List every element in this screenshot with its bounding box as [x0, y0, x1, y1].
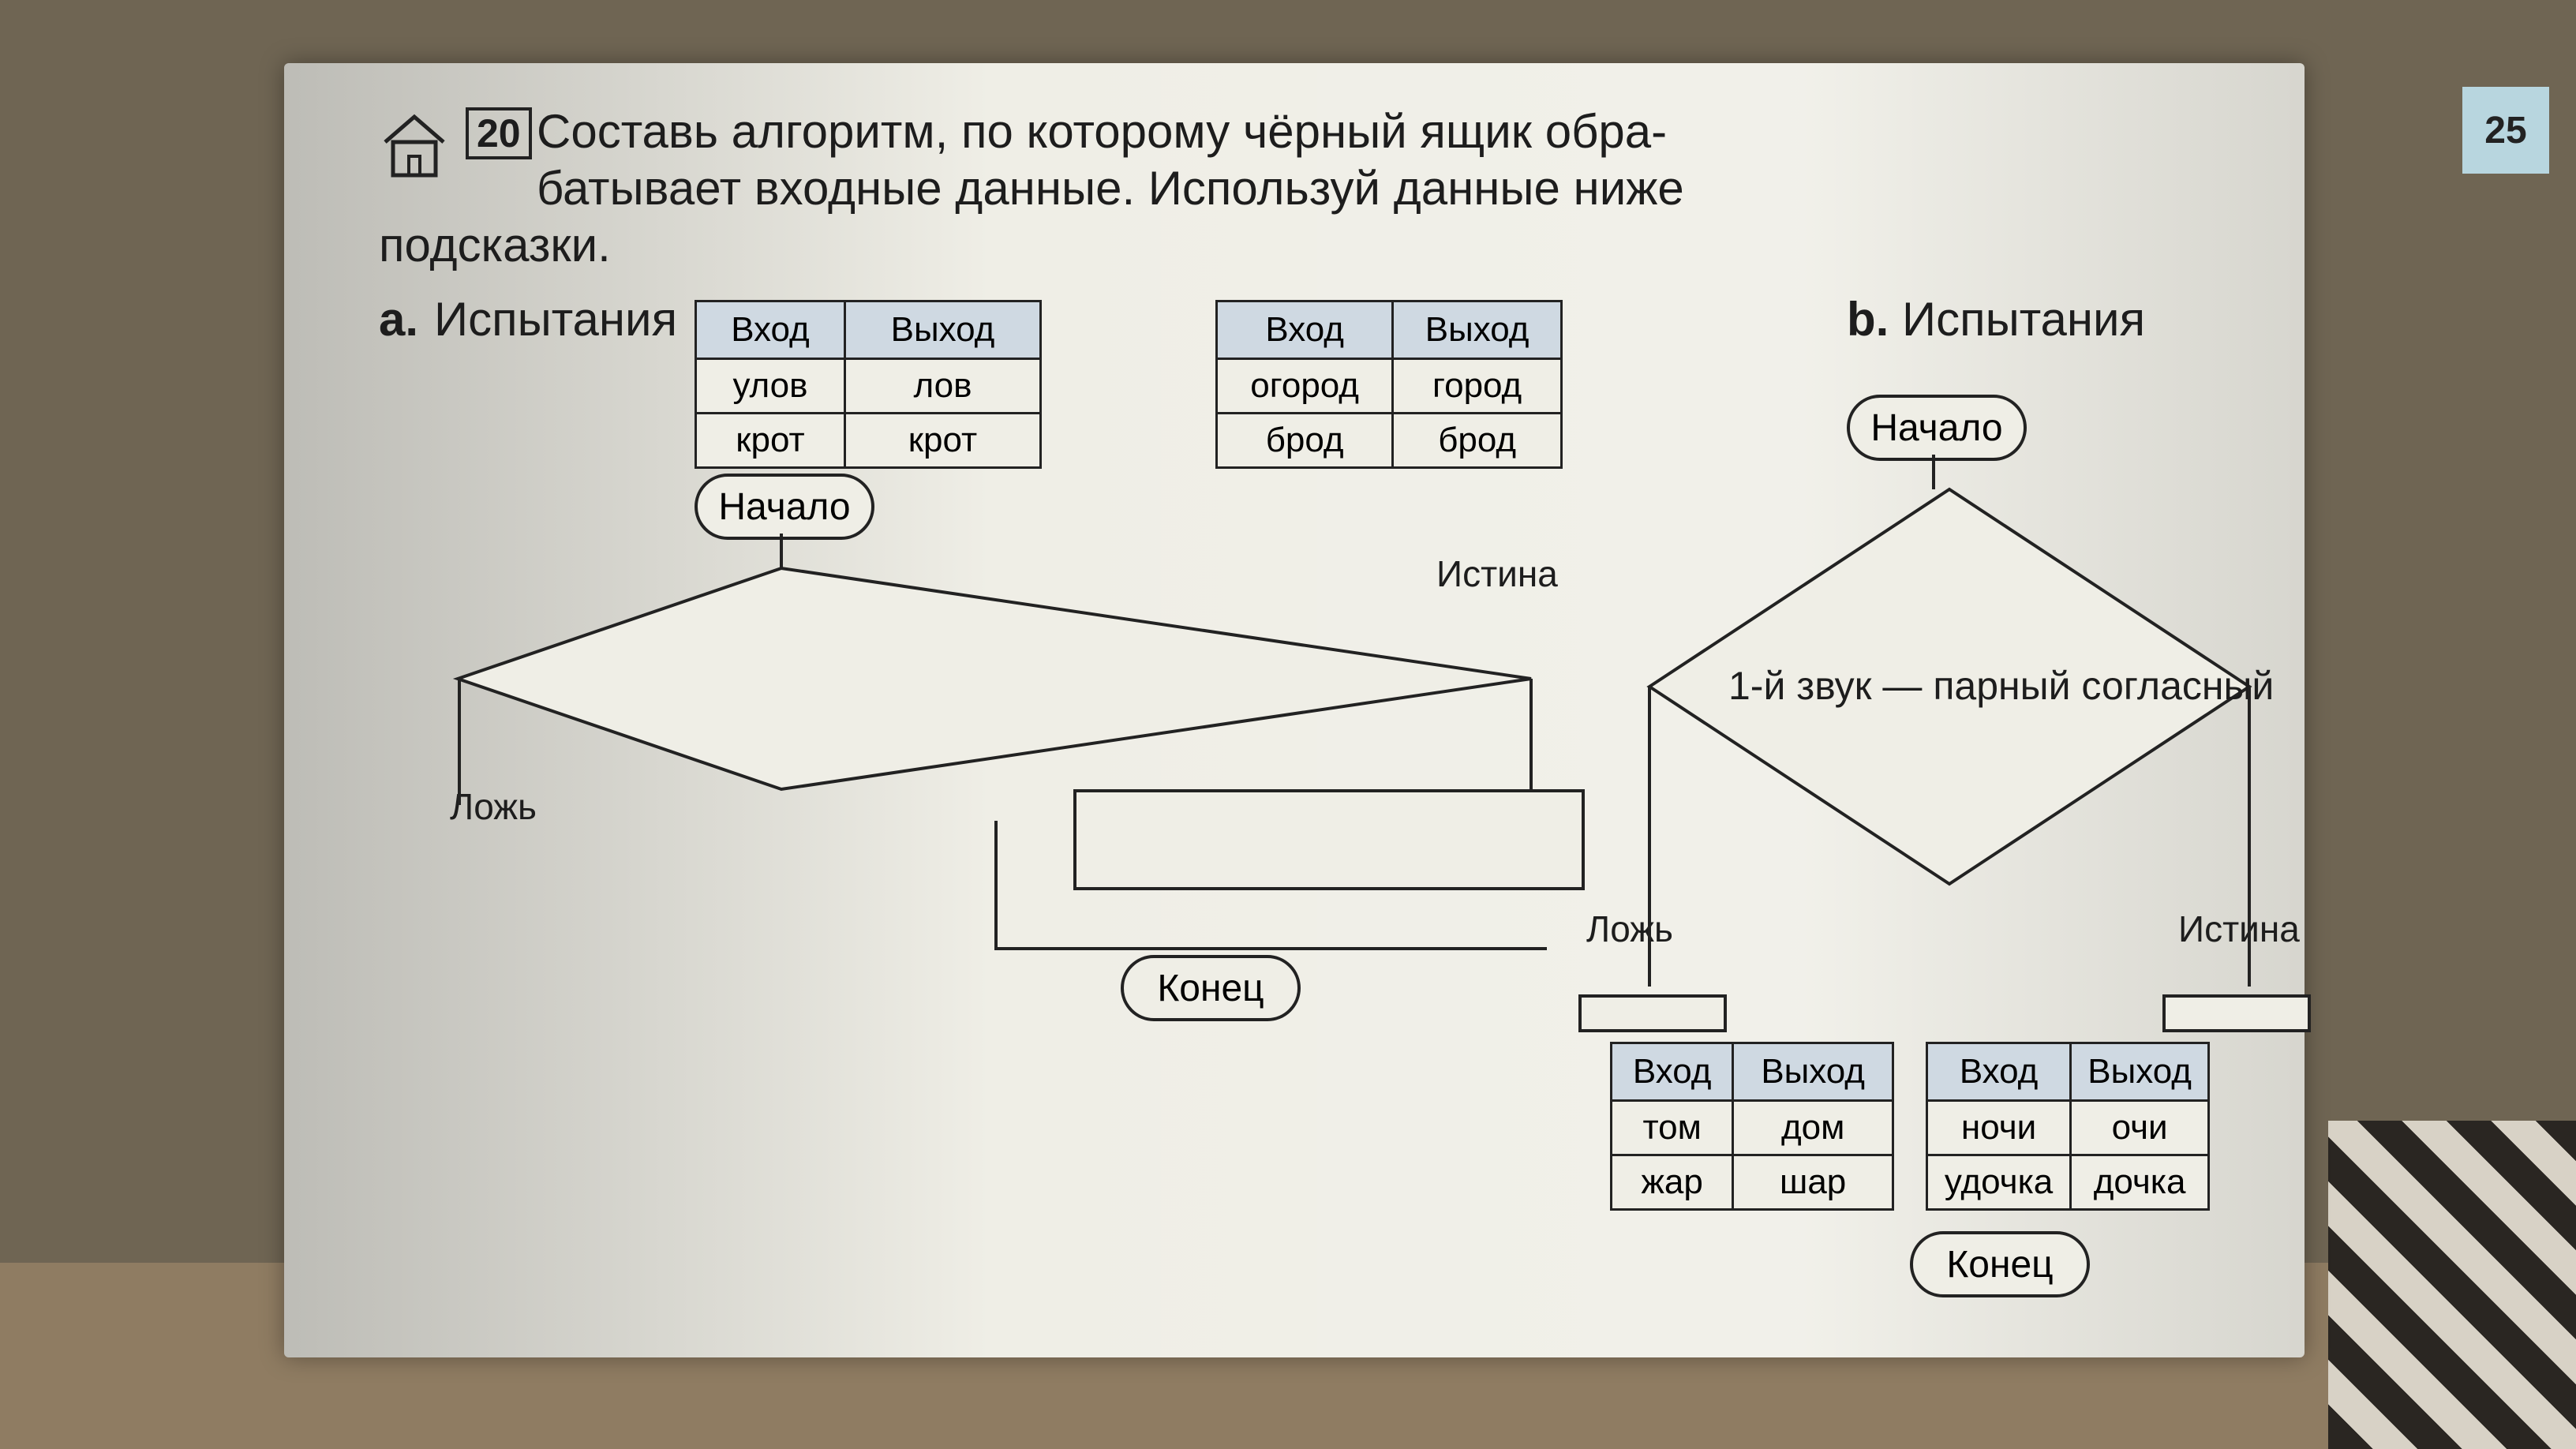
part-b-condition: 1-й звук — парный согласный [1728, 664, 2275, 708]
part-a-decision-diamond [452, 566, 1532, 792]
table-header: Вход [1215, 300, 1395, 360]
part-b-false-label: Ложь [1586, 908, 1673, 949]
table-header: Выход [2069, 1042, 2210, 1102]
part-b-marker: b. [1847, 293, 1889, 346]
rug-pattern [2328, 1121, 2576, 1449]
part-a-end-terminal: Конец [1121, 955, 1301, 1021]
table-header: Выход [1391, 300, 1563, 360]
table-header: Вход [1925, 1042, 2072, 1102]
part-a-action-box [1073, 789, 1585, 890]
part-b-true-label: Истина [2178, 908, 2300, 949]
table-header: Вход [1609, 1042, 1735, 1102]
part-b-end-terminal: Конец [1910, 1231, 2090, 1297]
task-line-1: Составь алгоритм, по которому чёрный ящи… [537, 105, 1668, 158]
task-line-3: подсказки. [379, 219, 611, 271]
workbook-page: 20 Составь алгоритм, по которому чёрный … [284, 63, 2549, 1357]
part-a-false-label: Ложь [450, 786, 537, 827]
page-number-badge: 25 [2462, 87, 2549, 174]
task-line-2: батывает входные данные. Используй данны… [537, 162, 1684, 215]
part-b-action-box-true [2162, 994, 2311, 1032]
part-a-title: Испытания [434, 293, 678, 346]
part-b-start-terminal: Начало [1847, 395, 2027, 461]
table-header: Вход [695, 300, 846, 360]
table-header: Выход [843, 300, 1043, 360]
part-a-marker: a. [379, 293, 419, 346]
part-b-action-box-false [1578, 994, 1727, 1032]
part-a-start-terminal: Начало [695, 474, 874, 540]
part-b-title: Испытания [1902, 293, 2146, 346]
house-icon [379, 110, 450, 185]
table-header: Выход [1732, 1042, 1894, 1102]
part-a-true-label: Истина [1436, 553, 1558, 594]
task-number: 20 [466, 107, 532, 159]
